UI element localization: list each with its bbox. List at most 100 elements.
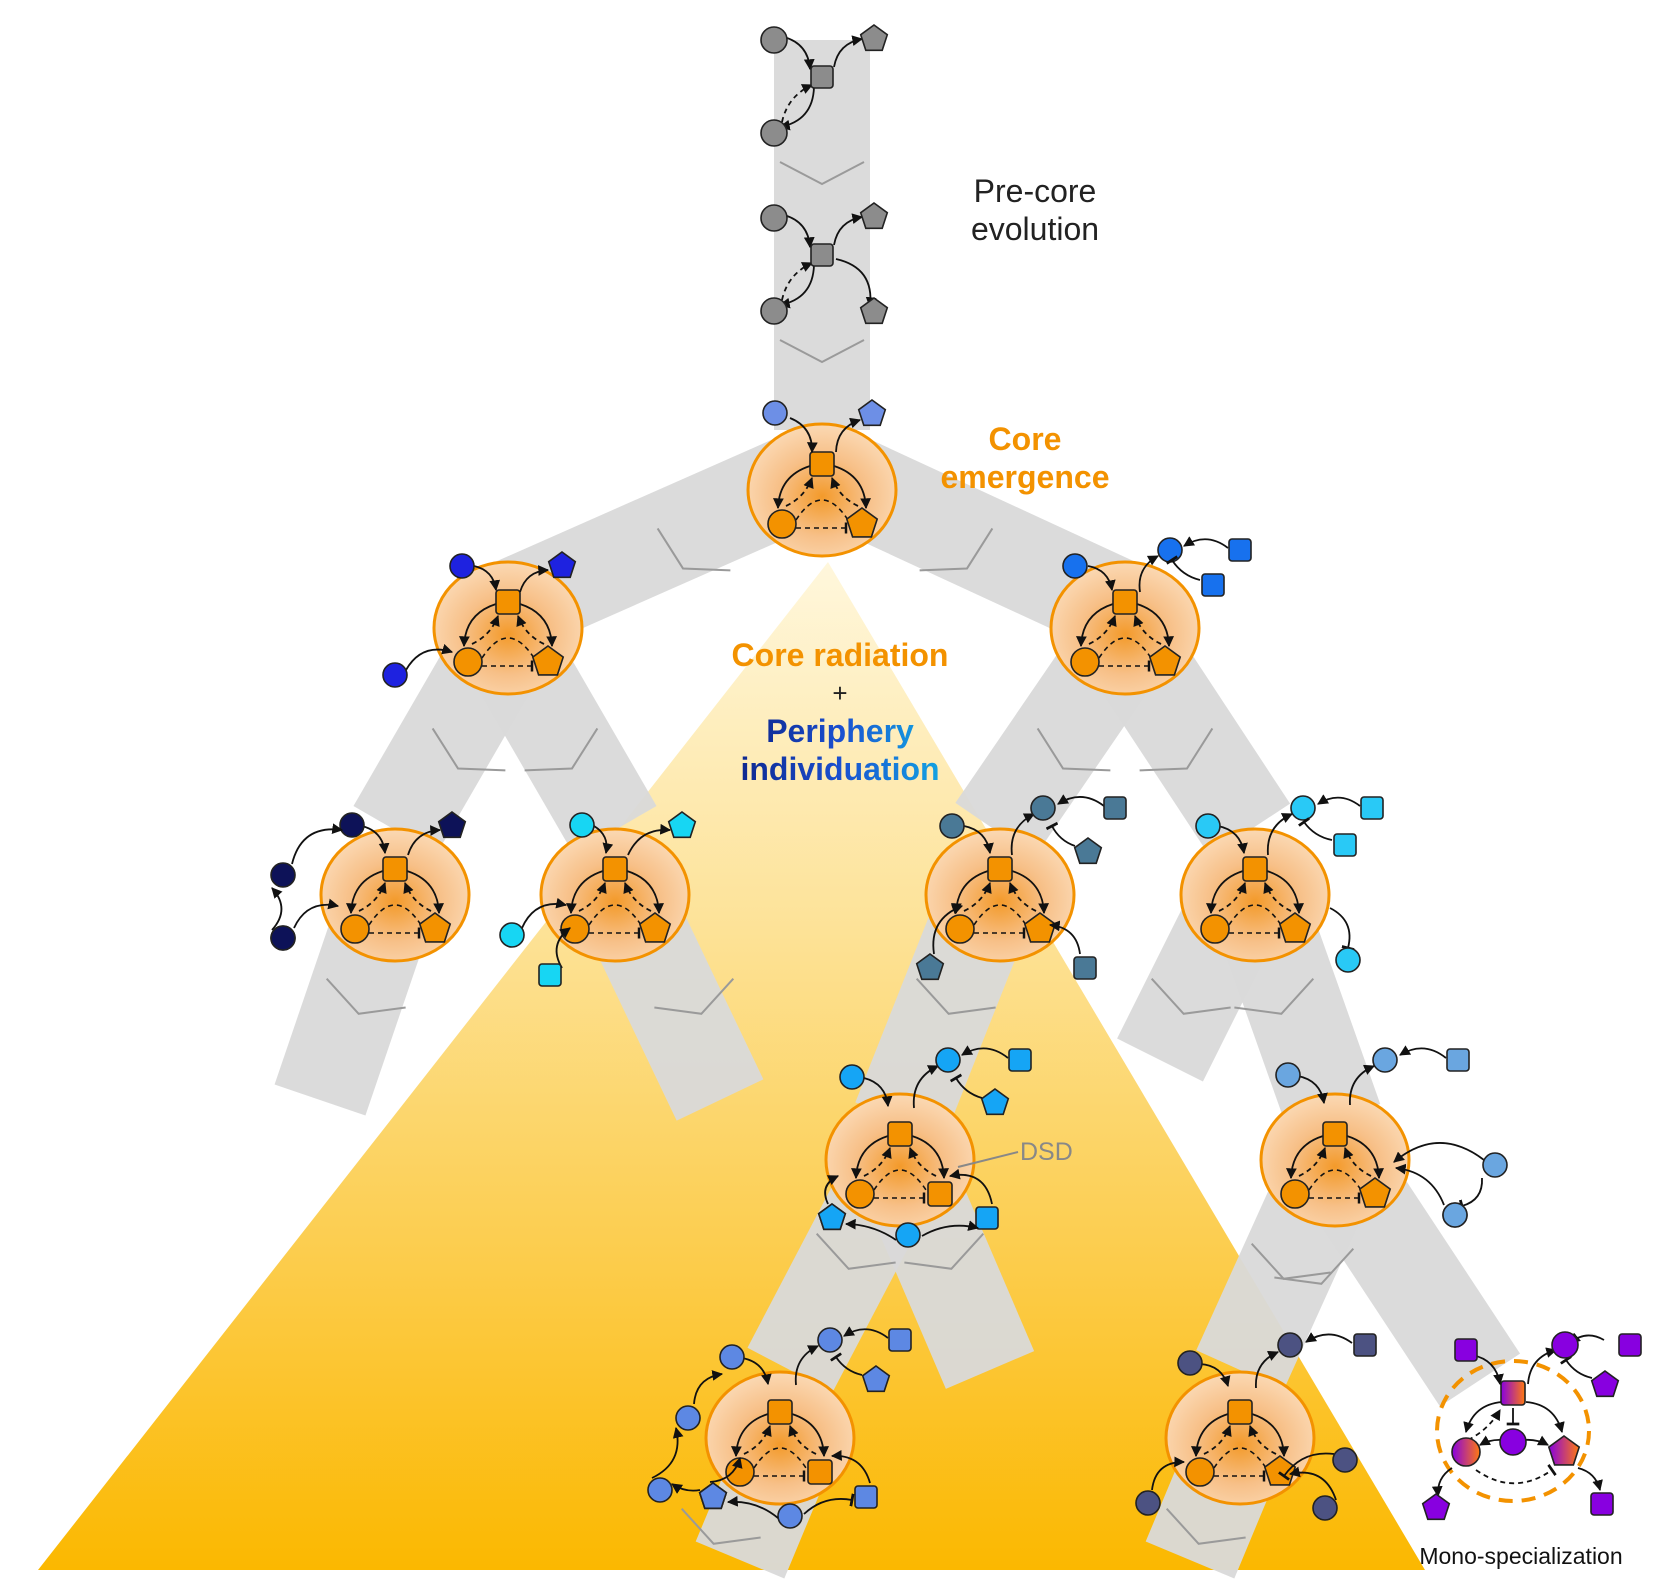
chevron-mark: [1139, 727, 1214, 772]
regulatory-edge: [932, 904, 964, 955]
core-gene-circle: [453, 647, 483, 677]
core-cell: [1164, 1370, 1316, 1506]
regulatory-edge: [803, 1493, 855, 1515]
chevron: [779, 339, 865, 364]
regulatory-edge: [1349, 1064, 1375, 1106]
gray-gene-circle: [760, 204, 788, 232]
chevron: [904, 1233, 985, 1270]
regulatory-edge: [459, 603, 497, 648]
core-radiation-label: Core radiation: [731, 637, 949, 673]
regulatory-edge: [1394, 1163, 1445, 1206]
periphery-gene-square: [1333, 833, 1357, 857]
regulatory-edge: [1305, 1332, 1353, 1344]
chevron-mark: [524, 727, 599, 772]
regulatory-edge: [566, 870, 604, 915]
regulatory-edge: [519, 603, 557, 648]
periphery-gene-pentagon: [857, 399, 887, 427]
periphery-gene-pentagon: [1073, 837, 1103, 865]
regulatory-edge: [1010, 813, 1035, 856]
regulatory-edge: [835, 417, 862, 453]
periphery-network: [499, 811, 697, 987]
regulatory-edge: [346, 870, 384, 915]
periphery-network: [762, 399, 887, 454]
chevron: [915, 978, 996, 1015]
regulatory-edge: [833, 465, 871, 510]
periphery-gene-circle: [647, 1477, 673, 1503]
regulatory-edge: [1298, 817, 1333, 841]
regulatory-edge: [693, 1370, 724, 1405]
core-gene-square: [1112, 589, 1138, 615]
gray-gene-circle: [760, 26, 788, 54]
core-cell: [432, 560, 584, 696]
regulatory-edge: [911, 1135, 949, 1180]
mono-core-square: [1500, 1380, 1526, 1406]
core-gene-square-dsd: [807, 1459, 833, 1485]
core-cell: [704, 1370, 856, 1506]
periphery-gene-circle: [719, 1344, 745, 1370]
core-gene-square: [767, 1399, 793, 1425]
chevron-mark: [1250, 1243, 1331, 1280]
regulatory-edge: [271, 887, 283, 931]
regulatory-edge: [844, 1218, 897, 1241]
periphery-gene-circle: [1195, 813, 1221, 839]
gray-gene-pentagon: [859, 297, 889, 325]
regulatory-edge: [1467, 1409, 1501, 1441]
core-emergence-label: Core emergence: [925, 420, 1125, 497]
regulatory-edge: [1263, 881, 1292, 912]
pre-core-network: [760, 24, 889, 147]
core-network: [704, 1370, 856, 1506]
regulatory-edge: [1297, 1075, 1328, 1105]
mono-gene-square: [1454, 1338, 1478, 1362]
individuation-label: individuation: [705, 750, 975, 788]
chevron-mark: [815, 1233, 896, 1270]
periphery-gene-circle: [1277, 1332, 1303, 1358]
periphery-gene-pentagon: [547, 551, 577, 579]
periphery-gene-circle: [1442, 1202, 1468, 1228]
regulatory-edge: [829, 1352, 863, 1376]
periphery-gene-circle: [569, 812, 595, 838]
regulatory-edge: [921, 1220, 980, 1237]
regulatory-edge: [1463, 1401, 1503, 1434]
mono-specialization-ring: [1435, 1359, 1591, 1503]
core-cell: [924, 827, 1076, 963]
periphery-network: [647, 1326, 912, 1529]
mono-gene-square: [1590, 1492, 1614, 1516]
core-gene-circle: [1280, 1179, 1310, 1209]
chevron-mark: [904, 1233, 985, 1270]
chevron-mark: [919, 527, 994, 572]
core-gene-square: [1322, 1121, 1348, 1147]
regulatory-edge: [731, 1413, 769, 1458]
regulatory-edge: [781, 84, 813, 123]
regulatory-edge: [789, 417, 818, 454]
chevron-mark: [915, 978, 996, 1015]
periphery-gene-circle: [339, 812, 365, 838]
mono-gene-pentagon: [1421, 1493, 1451, 1521]
core-gene-square: [887, 1121, 913, 1147]
regulatory-edge: [651, 1426, 684, 1479]
periphery-gene-square: [975, 1206, 999, 1230]
regulatory-edge: [843, 1326, 889, 1339]
regulatory-edge: [963, 881, 992, 912]
chevron-mark: [1234, 978, 1315, 1015]
regulatory-edge: [1087, 565, 1116, 592]
chevron: [1165, 1508, 1246, 1545]
regulatory-edge: [741, 1357, 772, 1386]
periphery-gene-circle: [1062, 553, 1088, 579]
periphery-gene-circle: [1335, 947, 1361, 973]
periphery-gene-circle: [1275, 1062, 1301, 1088]
chevron: [680, 1508, 761, 1545]
core-gene-square-dsd: [927, 1181, 953, 1207]
periphery-gene-circle: [499, 922, 525, 948]
regulatory-edge: [1329, 907, 1355, 951]
dsd-label: DSD: [1020, 1138, 1073, 1166]
periphery-network: [1135, 1332, 1377, 1521]
plus-sign: +: [832, 678, 848, 708]
periphery-gene-circle: [1135, 1490, 1161, 1516]
regulatory-edge: [1076, 603, 1114, 648]
periphery-gene-pentagon: [437, 811, 467, 839]
core-network: [432, 560, 584, 696]
chevron-mark: [325, 978, 406, 1015]
branch-chevrons: [325, 161, 1355, 1545]
chevron: [1150, 978, 1231, 1015]
